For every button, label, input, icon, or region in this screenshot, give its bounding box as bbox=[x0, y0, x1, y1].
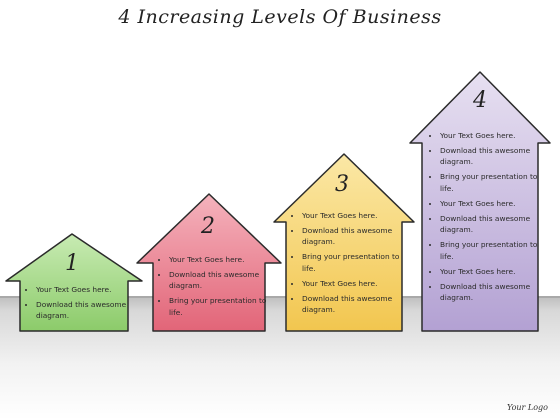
list-item: Bring your presentation to life. bbox=[440, 171, 546, 194]
list-item: Your Text Goes here. bbox=[302, 278, 410, 289]
list-item: Your Text Goes here. bbox=[440, 130, 546, 141]
diagram-title: 4 Increasing Levels Of Business bbox=[118, 6, 442, 28]
list-item: Your Text Goes here. bbox=[36, 284, 136, 295]
floor-line bbox=[0, 296, 560, 298]
list-item: Your Text Goes here. bbox=[302, 210, 410, 221]
list-item: Bring your presentation to life. bbox=[169, 295, 273, 318]
level-2-list: Your Text Goes here. Download this aweso… bbox=[157, 254, 273, 322]
logo-text: Your Logo bbox=[507, 403, 548, 412]
list-item: Download this awesome diagram. bbox=[302, 225, 410, 248]
list-item: Download this awesome diagram. bbox=[440, 281, 546, 304]
list-item: Download this awesome diagram. bbox=[36, 299, 136, 322]
list-item: Your Text Goes here. bbox=[440, 266, 546, 277]
level-3-list: Your Text Goes here. Download this aweso… bbox=[290, 210, 410, 319]
level-3-number: 3 bbox=[335, 172, 349, 197]
list-item: Your Text Goes here. bbox=[440, 198, 546, 209]
level-4-number: 4 bbox=[473, 88, 487, 113]
list-item: Download this awesome diagram. bbox=[302, 293, 410, 316]
list-item: Download this awesome diagram. bbox=[440, 213, 546, 236]
level-4-list: Your Text Goes here. Download this aweso… bbox=[428, 130, 546, 307]
list-item: Download this awesome diagram. bbox=[440, 145, 546, 168]
list-item: Download this awesome diagram. bbox=[169, 269, 273, 292]
level-1-number: 1 bbox=[65, 251, 79, 276]
list-item: Bring your presentation to life. bbox=[302, 251, 410, 274]
level-2-number: 2 bbox=[201, 214, 215, 239]
list-item: Bring your presentation to life. bbox=[440, 239, 546, 262]
list-item: Your Text Goes here. bbox=[169, 254, 273, 265]
level-1-list: Your Text Goes here. Download this aweso… bbox=[24, 284, 136, 325]
